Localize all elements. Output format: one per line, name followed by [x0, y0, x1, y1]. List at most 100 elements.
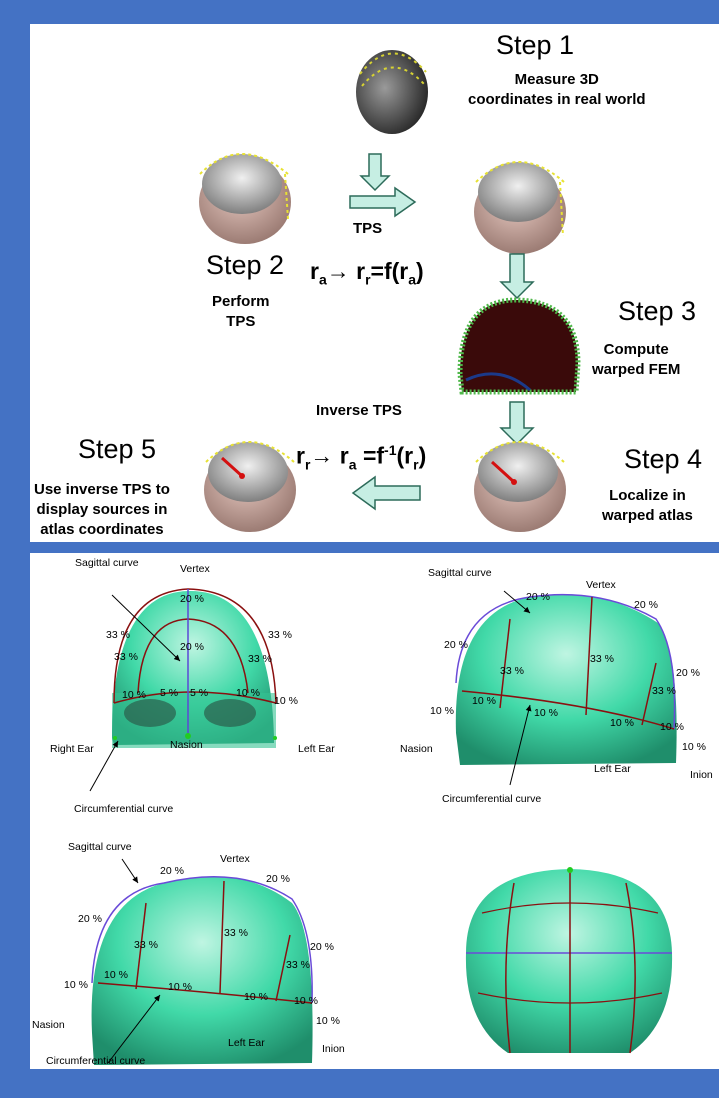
- front-left-ear: Left Ear: [298, 743, 335, 755]
- eq2-sup: -1: [384, 442, 396, 458]
- eq1-r: r: [310, 258, 319, 284]
- side1-circ-label: Circumferential curve: [442, 793, 541, 805]
- bottom-panel-head-curves: Sagittal curve Vertex 20 % 20 % 33 % 33 …: [30, 553, 719, 1069]
- side2-nasion: Nasion: [32, 1019, 65, 1031]
- fem-mesh-image: [460, 300, 578, 392]
- side1-20-a: 20 %: [526, 591, 550, 603]
- eq2-open: (r: [396, 443, 413, 469]
- side2-10-d: 10 %: [244, 991, 268, 1003]
- side1-10-e: 10 %: [660, 721, 684, 733]
- step4-desc-line1: Localize in: [602, 486, 693, 506]
- front-5-a: 5 %: [160, 687, 178, 699]
- side2-left-ear: Left Ear: [228, 1037, 265, 1049]
- step4-head-image: [474, 442, 566, 532]
- front-33-b: 33 %: [114, 651, 138, 663]
- step4-desc-line2: warped atlas: [602, 506, 693, 526]
- eq2-close: ): [419, 443, 427, 469]
- side1-33-c: 33 %: [652, 685, 676, 697]
- front-right-ear: Right Ear: [50, 743, 94, 755]
- step1-head-image: [356, 50, 428, 134]
- front-5-b: 5 %: [190, 687, 208, 699]
- front-sagittal-label: Sagittal curve: [75, 557, 139, 569]
- step2-desc-line2: TPS: [212, 312, 270, 332]
- step5-desc: Use inverse TPS to display sources in at…: [34, 480, 170, 540]
- side1-vertex: Vertex: [586, 579, 616, 591]
- front-10-a: 10 %: [122, 689, 146, 701]
- front-33-c: 33 %: [268, 629, 292, 641]
- front-circ-label: Circumferential curve: [74, 803, 173, 815]
- eq1-sub-a: a: [319, 272, 327, 288]
- side1-inion: Inion: [690, 769, 713, 781]
- step1-title: Step 1: [496, 30, 574, 61]
- eq2-arrow: →: [310, 443, 333, 469]
- eq1-fn: =f(r: [371, 258, 409, 284]
- side2-10-b: 10 %: [104, 969, 128, 981]
- step4-desc: Localize in warped atlas: [602, 486, 693, 526]
- side1-20-d: 20 %: [676, 667, 700, 679]
- front-33-d: 33 %: [248, 653, 272, 665]
- side2-20-a: 20 %: [160, 865, 184, 877]
- step3-title: Step 3: [618, 296, 696, 327]
- side2-vertex: Vertex: [220, 853, 250, 865]
- step3-desc: Compute warped FEM: [592, 340, 680, 380]
- eq2-r: r: [296, 443, 305, 469]
- side1-10-c: 10 %: [534, 707, 558, 719]
- eq2-sub-a: a: [349, 456, 357, 472]
- eq1-sub-a2: a: [408, 272, 416, 288]
- side1-sagittal-label: Sagittal curve: [428, 567, 492, 579]
- side-head-1-image: [456, 591, 677, 785]
- side1-20-b: 20 %: [634, 599, 658, 611]
- side1-nasion: Nasion: [400, 743, 433, 755]
- side2-33-b: 33 %: [224, 927, 248, 939]
- step4-title: Step 4: [624, 444, 702, 475]
- equation-forward: ra→ rr=f(ra): [310, 258, 424, 288]
- side1-10-f: 10 %: [682, 741, 706, 753]
- front-10-b: 10 %: [236, 687, 260, 699]
- tps-label: TPS: [353, 220, 382, 237]
- step1-desc-line1: Measure 3D: [468, 70, 646, 90]
- front-33-a: 33 %: [106, 629, 130, 641]
- step1-desc-line2: coordinates in real world: [468, 90, 646, 110]
- side1-10-d: 10 %: [610, 717, 634, 729]
- side2-10-f: 10 %: [316, 1015, 340, 1027]
- side2-20-c: 20 %: [78, 913, 102, 925]
- eq2-r2: r: [340, 443, 349, 469]
- side2-33-c: 33 %: [286, 959, 310, 971]
- eq2-fn: =f: [363, 443, 384, 469]
- side2-10-e: 10 %: [294, 995, 318, 1007]
- eq1-close: ): [416, 258, 424, 284]
- step5-desc-line2: display sources in: [34, 500, 170, 520]
- side1-33-a: 33 %: [500, 665, 524, 677]
- step5-desc-line1: Use inverse TPS to: [34, 480, 170, 500]
- front-20-top: 20 %: [180, 593, 204, 605]
- side2-10-a: 10 %: [64, 979, 88, 991]
- step5-desc-line3: atlas coordinates: [34, 520, 170, 540]
- front-nasion: Nasion: [170, 739, 203, 751]
- step3-desc-line2: warped FEM: [592, 360, 680, 380]
- side1-10-b: 10 %: [472, 695, 496, 707]
- down-arrow-3: [501, 402, 533, 444]
- inverse-tps-label: Inverse TPS: [316, 402, 402, 419]
- right-arrow-tps: [350, 188, 415, 216]
- side1-33-b: 33 %: [590, 653, 614, 665]
- step2-title: Step 2: [206, 250, 284, 281]
- down-arrow-1: [361, 154, 389, 190]
- side1-20-c: 20 %: [444, 639, 468, 651]
- step2-desc-line1: Perform: [212, 292, 270, 312]
- sphere-head-image: [466, 867, 672, 1053]
- side2-circ-label: Circumferential curve: [46, 1055, 145, 1067]
- step5-title: Step 5: [78, 434, 156, 465]
- side2-10-c: 10 %: [168, 981, 192, 993]
- step5-head-image: [204, 442, 296, 532]
- down-arrow-2: [501, 254, 533, 298]
- step2-desc: Perform TPS: [212, 292, 270, 332]
- front-10-c: 10 %: [274, 695, 298, 707]
- equation-inverse: rr→ ra =f-1(rr): [296, 442, 426, 472]
- step1-desc: Measure 3D coordinates in real world: [468, 70, 646, 110]
- step3-desc-line1: Compute: [592, 340, 680, 360]
- side2-20-b: 20 %: [266, 873, 290, 885]
- front-20-inner: 20 %: [180, 641, 204, 653]
- step2-head-image: [199, 154, 291, 244]
- side1-10-a: 10 %: [430, 705, 454, 717]
- top-panel-workflow: Step 1 Measure 3D coordinates in real wo…: [30, 24, 719, 542]
